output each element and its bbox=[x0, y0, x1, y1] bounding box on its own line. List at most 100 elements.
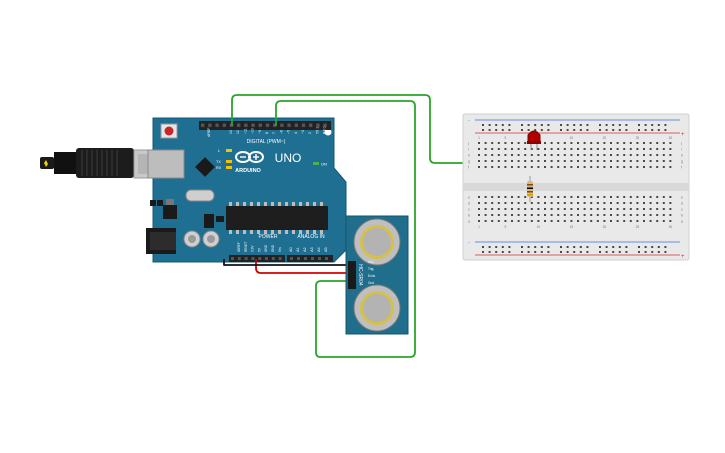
svg-text:i: i bbox=[681, 148, 682, 152]
sensor-model: HC-SR04 bbox=[357, 264, 363, 286]
svg-text:RX: RX bbox=[216, 166, 222, 170]
svg-text:b: b bbox=[681, 214, 683, 218]
power-pin-label: GND bbox=[271, 244, 275, 252]
svg-text:a: a bbox=[681, 220, 683, 224]
digital-pin-label: RX 0 bbox=[323, 126, 327, 134]
svg-text:e: e bbox=[468, 196, 470, 200]
power-pin-label: RESET bbox=[244, 241, 248, 252]
on-label: ON bbox=[321, 162, 327, 167]
arduino-logo bbox=[235, 151, 264, 163]
power-pin-label: Vin bbox=[278, 247, 282, 252]
power-pin-label: GND bbox=[264, 244, 268, 252]
status-leds: L TX RX bbox=[216, 149, 232, 170]
power-header[interactable] bbox=[229, 255, 285, 262]
svg-text:+: + bbox=[681, 132, 685, 138]
svg-text:Trig: Trig bbox=[368, 267, 374, 271]
wire-gnd[interactable] bbox=[223, 259, 352, 266]
svg-text:j: j bbox=[680, 142, 682, 146]
aref-label: AREF bbox=[207, 128, 211, 137]
digital-header[interactable] bbox=[199, 121, 331, 130]
power-label: POWER bbox=[259, 234, 278, 240]
svg-text:30: 30 bbox=[669, 136, 673, 140]
svg-text:f: f bbox=[681, 166, 682, 170]
svg-text:Echo: Echo bbox=[368, 274, 375, 278]
svg-text:15: 15 bbox=[570, 225, 574, 229]
svg-text:20: 20 bbox=[603, 136, 607, 140]
svg-text:b: b bbox=[468, 214, 470, 218]
led[interactable] bbox=[527, 130, 541, 150]
digital-pin-label: ~11 bbox=[243, 128, 247, 134]
digital-pin-label: 7 bbox=[272, 132, 276, 134]
resistor[interactable] bbox=[527, 176, 533, 202]
svg-text:1: 1 bbox=[478, 225, 480, 229]
digital-pin-label: ~9 bbox=[258, 130, 262, 134]
svg-text:15: 15 bbox=[570, 136, 574, 140]
svg-text:h: h bbox=[468, 154, 470, 158]
sensor-pin-labels: Vcc Trig Echo Gnd bbox=[368, 260, 375, 285]
wires bbox=[223, 94, 540, 358]
digital-pin-label: ~6 bbox=[279, 130, 283, 134]
svg-text:i: i bbox=[468, 148, 469, 152]
svg-text:5: 5 bbox=[505, 225, 507, 229]
svg-text:c: c bbox=[681, 208, 683, 212]
svg-text:25: 25 bbox=[636, 136, 640, 140]
svg-text:j: j bbox=[467, 142, 469, 146]
svg-text:Gnd: Gnd bbox=[368, 281, 374, 285]
digital-pin-label: 4 bbox=[294, 132, 298, 134]
analog-label: ANALOG IN bbox=[297, 234, 325, 240]
atmega-chip bbox=[226, 206, 328, 230]
analog-pin-label: A4 bbox=[317, 247, 321, 252]
digital-pin-label: ~3 bbox=[301, 130, 305, 134]
reset-button-cap[interactable] bbox=[164, 126, 174, 136]
svg-text:1: 1 bbox=[478, 136, 480, 140]
svg-text:L: L bbox=[218, 149, 220, 153]
analog-header[interactable] bbox=[287, 255, 333, 262]
digital-pin-label: 2 bbox=[308, 132, 312, 134]
svg-text:+: + bbox=[681, 254, 685, 260]
digital-pin-label: 13 bbox=[229, 130, 233, 134]
digital-label: DIGITAL (PWM~) bbox=[247, 139, 286, 145]
breadboard-column-numbers: 115510101515202025253030 bbox=[478, 136, 672, 229]
analog-pin-label: A2 bbox=[303, 247, 307, 252]
power-led bbox=[313, 162, 319, 165]
digital-pin-label: ~10 bbox=[251, 128, 255, 134]
digital-pin-label: 12 bbox=[236, 130, 240, 134]
svg-text:g: g bbox=[468, 160, 470, 164]
svg-text:-: - bbox=[468, 240, 470, 246]
wire-5v[interactable] bbox=[255, 259, 352, 274]
svg-text:d: d bbox=[468, 202, 470, 206]
digital-pin-label: 8 bbox=[265, 132, 269, 134]
svg-text:h: h bbox=[681, 154, 683, 158]
svg-text:25: 25 bbox=[636, 225, 640, 229]
svg-text:10: 10 bbox=[537, 225, 541, 229]
svg-text:c: c bbox=[468, 208, 470, 212]
ultrasonic-sensor[interactable]: HC-SR04 bbox=[345, 215, 409, 335]
svg-text:20: 20 bbox=[603, 225, 607, 229]
usb-port bbox=[147, 149, 185, 179]
model-label: UNO bbox=[275, 151, 302, 165]
wire-trig-led[interactable] bbox=[231, 94, 540, 164]
power-pin-label: 3.3V bbox=[251, 245, 255, 252]
power-pin-label: 5V bbox=[257, 247, 261, 252]
svg-text:e: e bbox=[681, 196, 683, 200]
digital-pin-label: TX 1 bbox=[315, 127, 319, 134]
analog-pin-label: A3 bbox=[310, 247, 314, 252]
svg-text:g: g bbox=[681, 160, 683, 164]
svg-text:d: d bbox=[681, 202, 683, 206]
svg-text:5: 5 bbox=[505, 136, 507, 140]
svg-text:30: 30 bbox=[669, 225, 673, 229]
brand-label: ARDUINO bbox=[235, 168, 261, 174]
wire-echo[interactable] bbox=[275, 100, 416, 358]
analog-pin-label: A1 bbox=[296, 247, 300, 252]
power-pin-label: IOREF bbox=[237, 242, 241, 252]
analog-pin-label: A0 bbox=[289, 247, 293, 252]
svg-text:Vcc: Vcc bbox=[368, 260, 374, 264]
digital-pin-label: ~5 bbox=[287, 130, 291, 134]
sensor-pin-header[interactable] bbox=[348, 261, 356, 289]
